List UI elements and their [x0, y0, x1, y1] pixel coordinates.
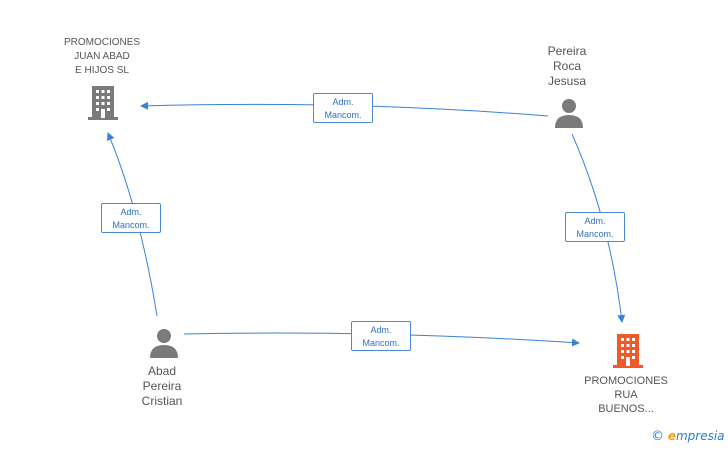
empresia-logo: © empresia: [651, 429, 725, 444]
brand-e: e: [667, 429, 676, 443]
edge-label-right[interactable]: Adm. Mancom.: [565, 212, 625, 242]
person-icon[interactable]: [149, 328, 179, 358]
building-icon[interactable]: [613, 334, 643, 368]
edge-label-top[interactable]: Adm. Mancom.: [313, 93, 373, 123]
node-label-abad-pereira: Abad Pereira Cristian: [141, 364, 183, 408]
building-icon[interactable]: [88, 86, 118, 120]
person-icon[interactable]: [554, 98, 584, 128]
edge-label-bottom[interactable]: Adm. Mancom.: [351, 321, 411, 351]
node-label-juan-abad: PROMOCIONES JUAN ABAD E HIJOS SL: [63, 37, 141, 76]
node-label-rua-buenos: PROMOCIONES RUA BUENOS...: [584, 375, 668, 415]
edge-label-left[interactable]: Adm. Mancom.: [101, 203, 161, 233]
node-label-pereira-roca: Pereira Roca Jesusa: [547, 44, 587, 88]
brand-rest: mpresia: [675, 429, 725, 443]
copyright-symbol: ©: [651, 429, 664, 444]
